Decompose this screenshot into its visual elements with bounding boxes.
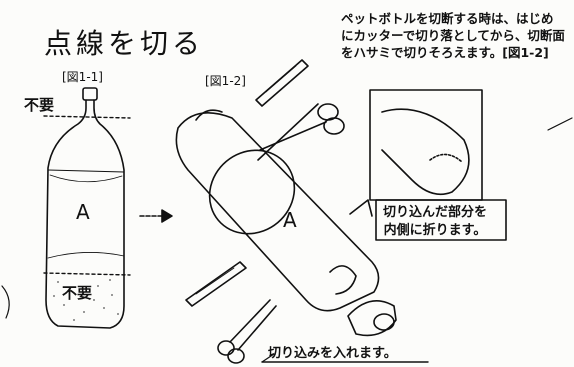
arrow-icon — [139, 209, 173, 223]
plastic-bottle-icon — [45, 87, 125, 329]
scissors-icon — [257, 103, 345, 161]
figure-label-1: [図1-1] — [62, 70, 103, 84]
instruction-text: ペットボトルを切断する時は、はじめにカッターで切り落としてから、切断面をハサミで… — [341, 11, 565, 60]
part-a-label-left: A — [76, 200, 90, 224]
part-a-label-right: A — [283, 208, 297, 232]
unneeded-top-label: 不要 — [24, 96, 55, 114]
callout-pointer — [349, 199, 373, 217]
detail-bottle-edge — [381, 108, 470, 196]
cut-line-bottom — [43, 272, 131, 276]
cutter-knife-icon — [185, 261, 247, 307]
figure-label-2: [図1-2] — [205, 74, 246, 88]
detail-inset — [369, 89, 483, 201]
bottle-cap-icon — [347, 300, 397, 337]
unneeded-bottom-label: 不要 — [62, 284, 93, 302]
shaded-bottom — [53, 279, 119, 321]
page-title: 点線を切る — [44, 27, 205, 60]
fold-note: 切り込んだ部分を 内側に折ります。 — [383, 204, 487, 240]
fold-note-line-1: 切り込んだ部分を — [383, 205, 488, 220]
cut-bottle-icon — [175, 109, 380, 312]
cut-line-top — [43, 115, 131, 119]
cut-note: 切り込みを入れます。 — [268, 346, 397, 361]
fold-note-line-2: 内側に折ります。 — [383, 223, 487, 238]
scissors-icon — [217, 299, 277, 364]
fold-note-box — [375, 199, 507, 241]
cutter-knife-icon — [255, 59, 309, 107]
